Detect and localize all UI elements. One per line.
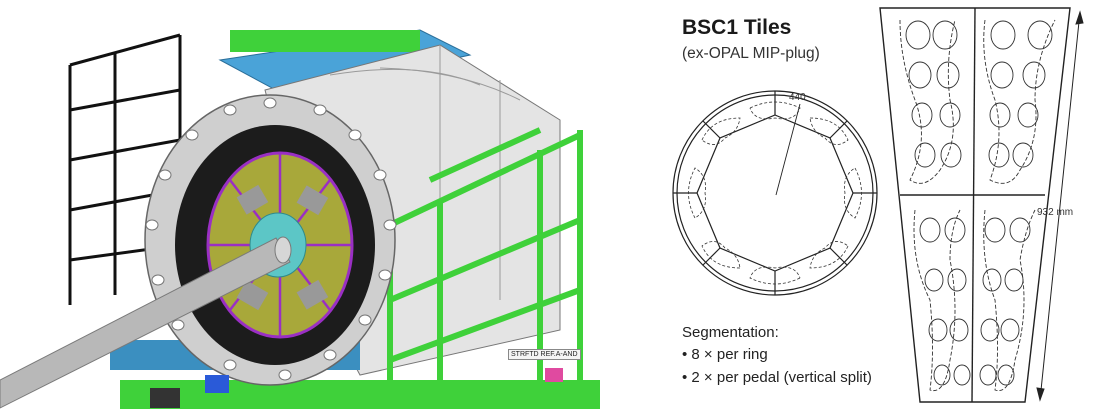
green-base: [120, 380, 600, 409]
blue-part: [205, 375, 229, 393]
ring-fibre-loops: [688, 101, 862, 285]
cad-stamp-label: STRFTD REF.A-AND: [508, 349, 581, 360]
cad-render: [0, 29, 600, 409]
green-scaffold: [387, 127, 583, 409]
pedal-fibre-loops: [899, 19, 1056, 392]
pink-part: [545, 368, 563, 382]
pedal: [879, 7, 1071, 403]
pedal-dimension-arrow: [1036, 10, 1084, 402]
tile-ring: [672, 90, 878, 296]
radius-indicator: [775, 103, 801, 196]
segmentation-heading: Segmentation:: [682, 324, 779, 341]
tiles-schematic: [672, 7, 1084, 403]
tiles-schematic-panel: BSC1 Tiles (ex-OPAL MIP-plug) 440 932 mm…: [600, 0, 1102, 409]
dark-part: [150, 388, 180, 408]
flange-bolt-holes: [145, 97, 397, 381]
ring-dimension-label: 440: [789, 92, 806, 103]
gray-paddles: [236, 184, 329, 311]
beam-pipe-end: [274, 236, 292, 264]
segmentation-bullet-pedal: • 2 × per pedal (vertical split): [682, 369, 872, 386]
beam-pipe: [0, 237, 291, 409]
diagram-subtitle: (ex-OPAL MIP-plug): [682, 45, 820, 62]
pedal-loop-circles: [905, 20, 1053, 386]
segmentation-bullet-ring: • 8 × per ring: [682, 346, 768, 363]
cad-render-panel: STRFTD REF.A-AND: [0, 29, 600, 409]
pedal-dimension-label: 932 mm: [1037, 207, 1074, 218]
diagram-title: BSC1 Tiles: [682, 16, 792, 39]
green-top-frame: [230, 30, 420, 52]
